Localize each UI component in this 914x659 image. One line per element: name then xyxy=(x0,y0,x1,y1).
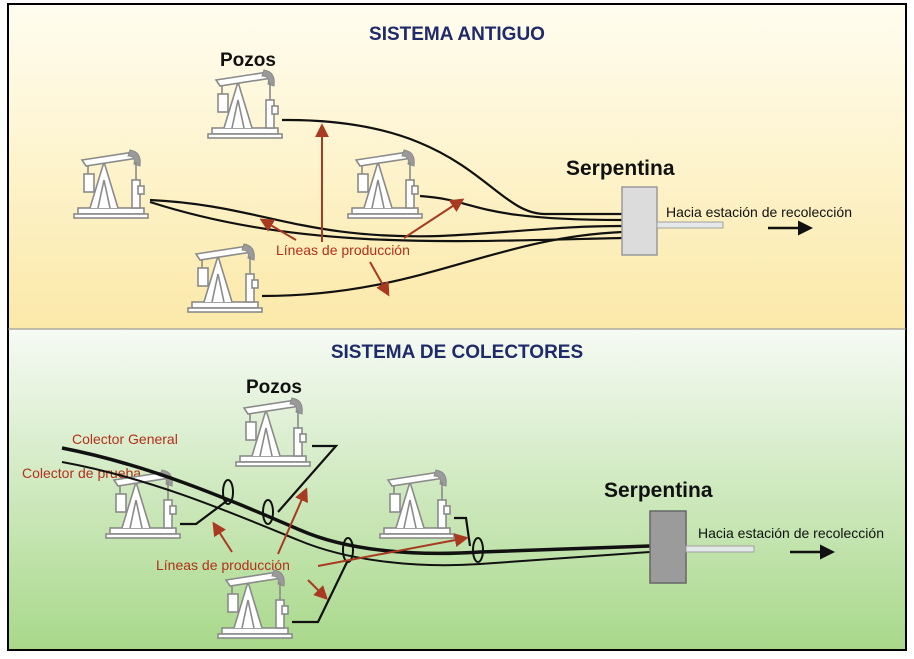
junction-loop-1 xyxy=(222,479,234,505)
bottom-annotation-arrow-4 xyxy=(307,579,328,600)
bottom-annotation-arrow-1 xyxy=(212,521,233,553)
top-title: SISTEMA ANTIGUO xyxy=(369,24,545,45)
bottom-flowline-4 xyxy=(292,559,349,624)
top-pumpjack-2 xyxy=(73,149,149,219)
top-pumpjack-1 xyxy=(207,69,283,139)
bottom-manifold-box xyxy=(649,510,687,584)
top-flowline-5 xyxy=(149,200,623,243)
top-outlet-pipe xyxy=(656,221,724,229)
top-flowline-4 xyxy=(261,230,623,298)
general-collector-pipe xyxy=(61,446,651,556)
top-annotation-arrow-2 xyxy=(259,218,297,241)
top-pumpjack-3 xyxy=(347,149,423,219)
test-collector-pipe xyxy=(61,461,651,567)
top-destination-label: Hacia estación de recolección xyxy=(666,204,852,220)
top-manifold-label: Serpentina xyxy=(566,157,675,180)
bottom-outlet-pipe xyxy=(685,545,755,553)
bottom-destination-label: Hacia estación de recolección xyxy=(698,525,884,541)
bottom-manifold-label: Serpentina xyxy=(604,479,713,502)
bottom-flowline-2 xyxy=(180,499,229,526)
top-manifold-box xyxy=(621,186,658,256)
top-panel-background xyxy=(8,4,906,329)
top-wells-label: Pozos xyxy=(220,50,276,71)
junction-loop-2 xyxy=(262,499,274,525)
top-flowline-1 xyxy=(281,118,622,216)
bottom-pumpjack-1 xyxy=(235,397,311,467)
top-annotation-arrow-3 xyxy=(403,198,465,239)
top-flowline-2 xyxy=(149,198,623,238)
top-pumpjack-4 xyxy=(187,243,263,313)
bottom-title: SISTEMA DE COLECTORES xyxy=(331,342,583,363)
bottom-annotation-arrow-2 xyxy=(277,487,308,555)
top-flowline-3 xyxy=(419,194,623,222)
frame-border xyxy=(7,3,907,651)
bottom-annotation-arrow-3 xyxy=(317,533,469,567)
test-collector-label: Colector de prueba xyxy=(22,465,141,481)
general-collector-label: Colector General xyxy=(72,431,178,447)
bottom-production-lines-label: Líneas de producción xyxy=(156,557,290,573)
top-production-lines-label: Líneas de producción xyxy=(276,242,410,258)
bottom-panel-background xyxy=(8,329,906,650)
bottom-pumpjack-3 xyxy=(379,469,455,539)
junction-loop-4 xyxy=(472,537,484,563)
bottom-pumpjack-2 xyxy=(105,469,181,539)
bottom-wells-label: Pozos xyxy=(246,377,302,398)
top-annotation-arrow-4 xyxy=(369,261,390,297)
bottom-pumpjack-4 xyxy=(217,569,293,639)
